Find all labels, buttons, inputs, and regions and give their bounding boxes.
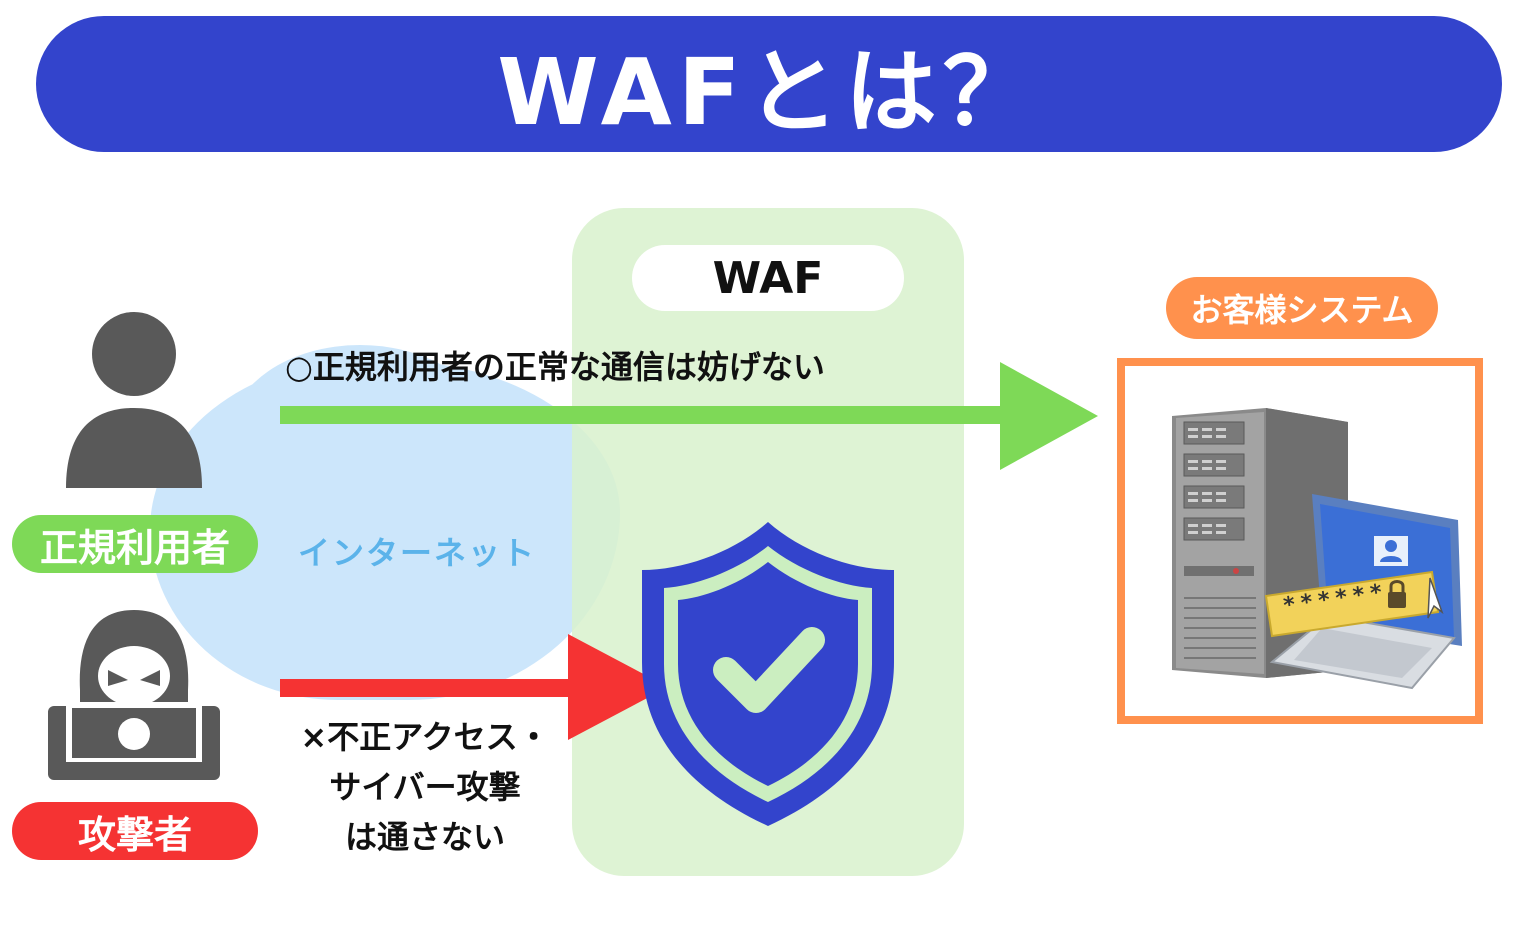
user-silhouette-icon [66, 312, 202, 488]
internet-cloud-puff [230, 345, 490, 525]
attack-blocked-text: ×不正アクセス・ サイバー攻撃 は通さない [270, 712, 580, 862]
title-bar: WAFとは？ [36, 16, 1502, 152]
attack-text-line-3: は通さない [344, 818, 505, 856]
normal-traffic-text: ○正規利用者の正常な通信は妨げない [285, 348, 825, 386]
attack-traffic-arrow [280, 634, 668, 740]
normal-traffic-arrow [280, 362, 1098, 470]
password-field-icon [1264, 570, 1444, 638]
waf-label: WAF [632, 245, 904, 311]
attack-text-line-1: ×不正アクセス・ [300, 718, 550, 756]
hooded-hacker-icon [48, 610, 220, 780]
lock-icon [1388, 580, 1406, 608]
normal-user-label: 正規利用者 [12, 515, 258, 573]
customer-system-label: お客様システム [1166, 277, 1438, 339]
internet-label: インターネット [298, 534, 537, 572]
attack-text-line-2: サイバー攻撃 [329, 768, 521, 806]
server-tower-icon [1172, 408, 1348, 678]
attacker-label: 攻撃者 [12, 802, 258, 860]
page-title: WAFとは？ [497, 38, 1041, 146]
shield-check-icon [642, 522, 894, 826]
